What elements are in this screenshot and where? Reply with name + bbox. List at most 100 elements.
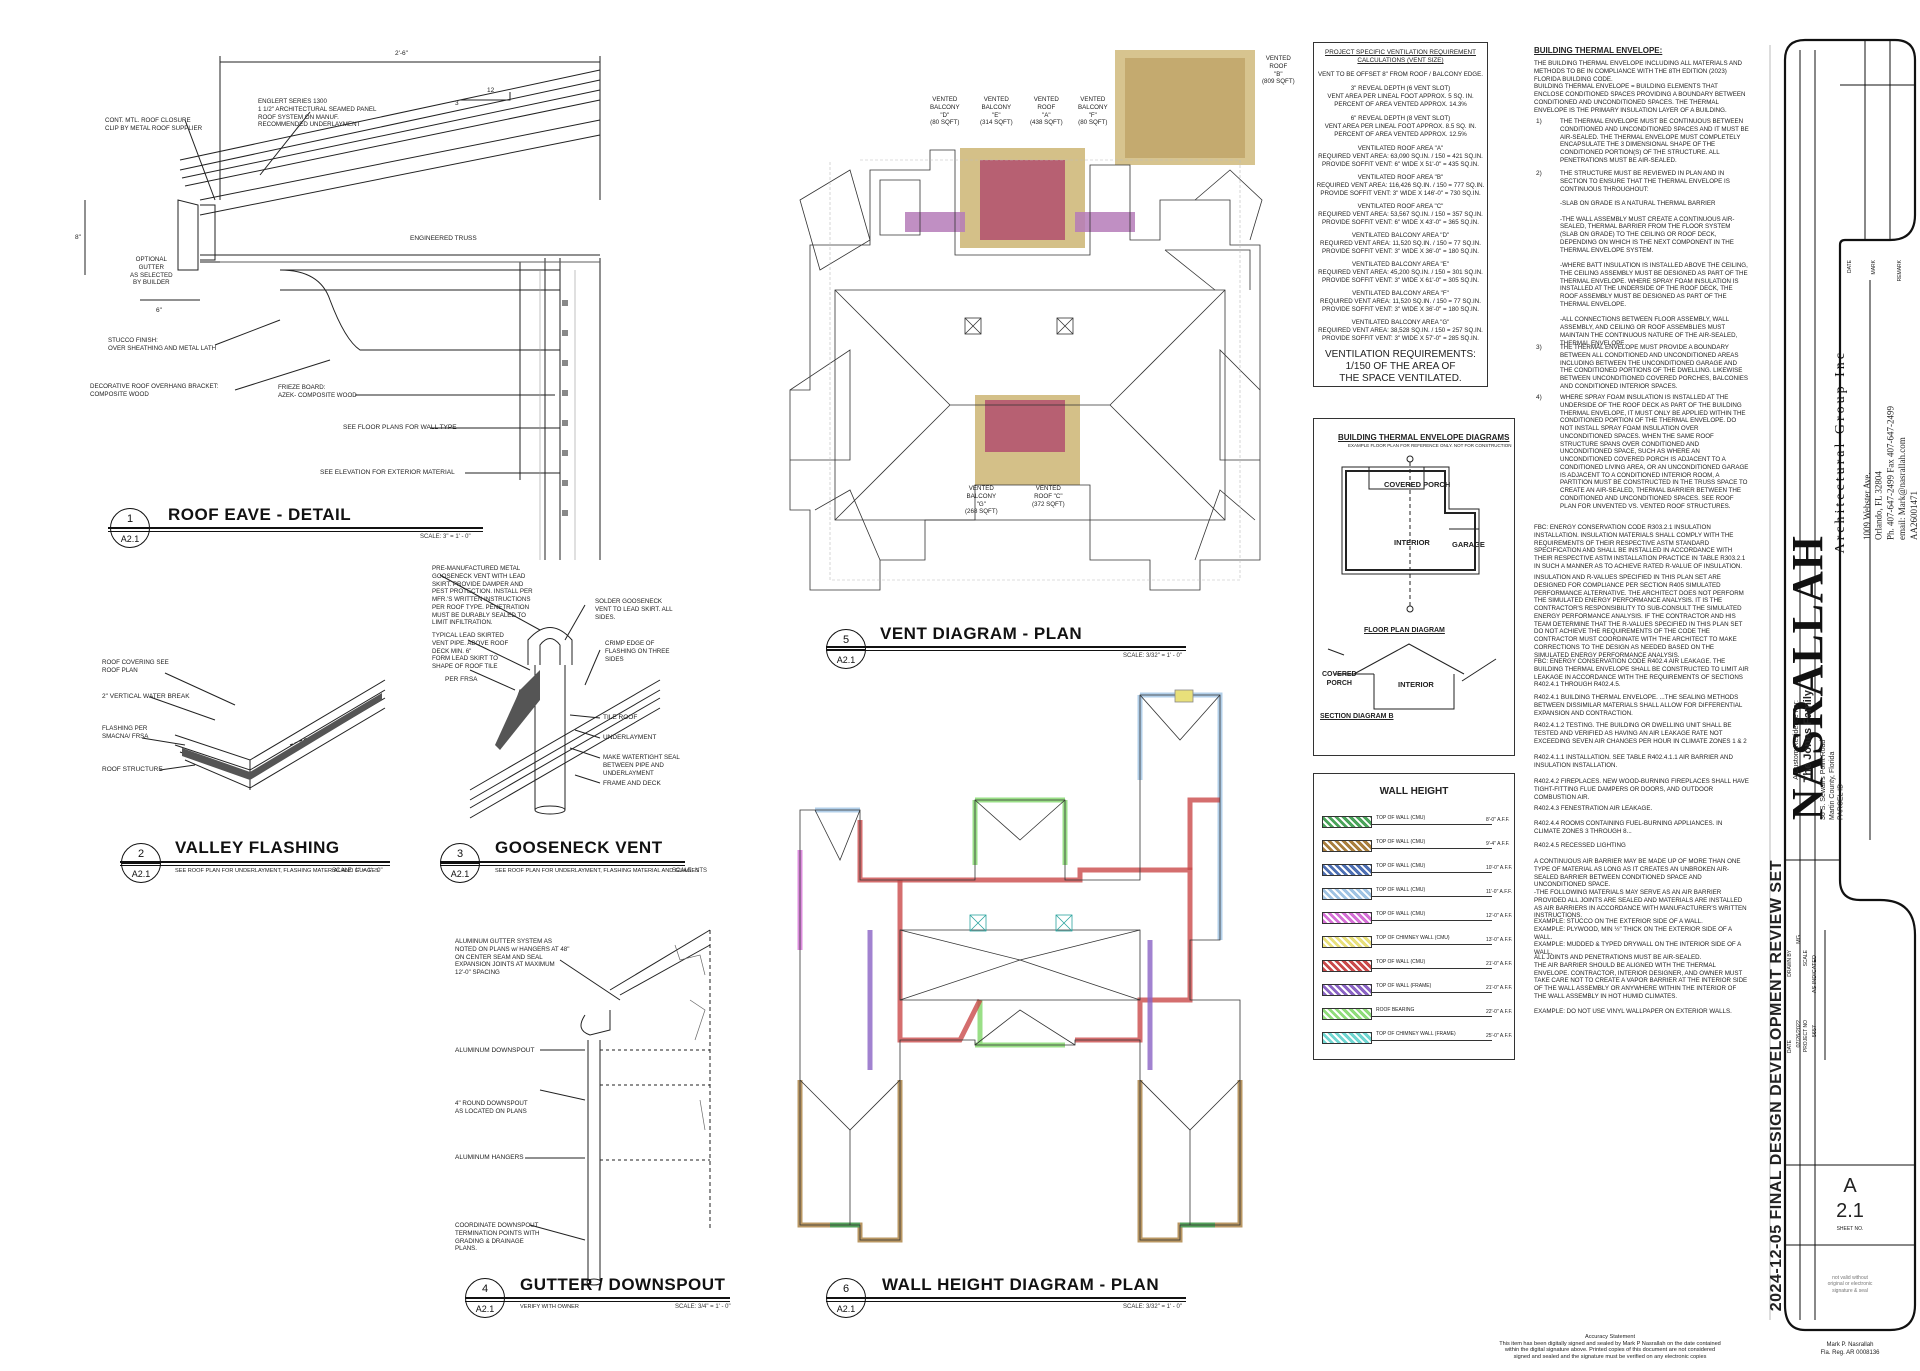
vent-area-g: VENTED BALCONY "G" (268 SQFT) [965, 485, 998, 516]
detail-1-scale: SCALE: 3" = 1' - 0" [420, 534, 471, 540]
vent-area-e: VENTED BALCONY "E" (314 SQFT) [980, 96, 1013, 127]
eave-slope-rise: 3 [455, 100, 459, 107]
wall-height-value: 11'-0" A.F.F. [1486, 889, 1512, 895]
detail-2-title: VALLEY FLASHING [175, 838, 340, 857]
wall-height-swatch [1322, 1032, 1372, 1044]
wall-height-value: 10'-0" A.F.F. [1486, 865, 1513, 871]
project-info: DATE 07/26/2022 PROJECT NO 5657 DRAWN BY… [1787, 935, 1818, 1053]
notes-n4: WHERE SPRAY FOAM INSULATION IS INSTALLED… [1560, 394, 1749, 510]
gooseneck-frsa-label: PER FRSA [445, 676, 478, 683]
envelope-diagrams-sub: EXAMPLE FLOOR PLAN FOR REFERENCE ONLY. N… [1348, 443, 1512, 448]
wall-height-value: 8'-0" A.F.F. [1486, 817, 1510, 823]
gutter-downspout-label: ALUMINUM DOWNSPOUT [455, 1047, 535, 1054]
sheet-letter: A [1843, 1175, 1857, 1197]
wall-height-swatch [1322, 912, 1372, 924]
wall-height-swatch [1322, 888, 1372, 900]
wall-height-label: ROOF BEARING [1376, 1007, 1415, 1013]
wall-height-label: TOP OF WALL (CMU) [1376, 911, 1426, 917]
wall-height-swatch [1322, 936, 1372, 948]
envelope-diagrams-title: BUILDING THERMAL ENVELOPE DIAGRAMS [1338, 433, 1510, 442]
vent-line-8: VENTILATED BALCONY AREA "F" REQUIRED VEN… [1320, 290, 1481, 313]
wall-height-value: 22'-0" A.F.F. [1486, 1009, 1513, 1015]
vent-area-d: VENTED BALCONY "D" (80 SQFT) [930, 96, 960, 127]
detail-4-title: GUTTER / DOWNSPOUT [520, 1275, 726, 1294]
set-title: 2024-12-05 FINAL DESIGN DEVELOPMENT REVI… [1768, 860, 1785, 1312]
wall-height-title: WALL HEIGHT [1379, 786, 1449, 797]
gooseneck-prem-label: PRE-MANUFACTURED METAL GOOSENECK VENT WI… [432, 565, 533, 627]
site-address: 36 S. Sewall's Point Road Martin County,… [1820, 739, 1845, 820]
vent-line-5: VENTILATED ROOF AREA "C" REQUIRED VENT A… [1318, 203, 1483, 226]
eave-closure-label: CONT. MTL. ROOF CLOSURE CLIP BY METAL RO… [105, 117, 203, 132]
wall-height-label: TOP OF WALL (FRAME) [1376, 983, 1432, 989]
wall-height-value: 12'-0" A.F.F. [1486, 913, 1513, 919]
wall-height-label: TOP OF WALL (CMU) [1376, 839, 1426, 845]
gooseneck-seal-label: MAKE WATERTIGHT SEAL BETWEEN PIPE AND UN… [603, 754, 680, 777]
firm-subtitle: Architectural Group Inc [1833, 350, 1848, 554]
notes-p9: R402.4.4 ROOMS CONTAINING FUEL-BURNING A… [1534, 820, 1723, 835]
gooseneck-crimp-label: CRIMP EDGE OF FLASHING ON THREE SIDES [605, 640, 670, 663]
notes-p3: FBC: ENERGY CONSERVATION CODE R402.4 AIR… [1534, 658, 1749, 689]
wall-height-value: 9'-4" A.F.F. [1486, 841, 1510, 847]
wall-height-label: TOP OF WALL (CMU) [1376, 959, 1426, 965]
env-interior: INTERIOR [1394, 538, 1430, 547]
ventilation-requirement: VENTILATION REQUIREMENTS: 1/150 OF THE A… [1325, 349, 1476, 384]
notes-p14: EXAMPLE: DO NOT USE VINYL WALLPAPER ON E… [1534, 1008, 1732, 1015]
eave-wall-label: SEE FLOOR PLANS FOR WALL TYPE [343, 424, 457, 431]
vent-line-2: 6" REVEAL DEPTH (8 VENT SLOT) VENT AREA … [1324, 115, 1477, 138]
eave-frieze-label: FRIEZE BOARD: AZEK- COMPOSITE WOOD [278, 384, 357, 399]
notes-p2: INSULATION AND R-VALUES SPECIFIED IN THI… [1534, 574, 1744, 659]
eave-panel-label: ENGLERT SERIES 1300 1 1/2" ARCHITECTURAL… [258, 98, 377, 129]
detail-6-title: WALL HEIGHT DIAGRAM - PLAN [882, 1275, 1160, 1294]
residence-label: A Custom Residence For: [1793, 700, 1800, 780]
gutter-coordinate-label: COORDINATE DOWNSPOUT TERMINATION POINTS … [455, 1222, 540, 1253]
gooseneck-tile-label: TILE ROOF [603, 714, 638, 721]
notes-title: BUILDING THERMAL ENVELOPE: [1534, 46, 1663, 55]
vent-line-6: VENTILATED BALCONY AREA "D" REQUIRED VEN… [1320, 232, 1481, 255]
detail-4-scale: SCALE: 3/4" = 1' - 0" [675, 1304, 731, 1310]
notes-p12: EXAMPLE: STUCCO ON THE EXTERIOR SIDE OF … [1534, 918, 1741, 956]
notes-p11: A CONTINUOUS AIR BARRIER MAY BE MADE UP … [1534, 858, 1747, 920]
notes-n3: THE THERMAL ENVELOPE MUST PROVIDE A BOUN… [1560, 344, 1749, 390]
vent-line-9: VENTILATED BALCONY AREA "G" REQUIRED VEN… [1318, 319, 1483, 342]
vent-line-3: VENTILATED ROOF AREA "A" REQUIRED VENT A… [1318, 145, 1483, 168]
vent-line-7: VENTILATED BALCONY AREA "E" REQUIRED VEN… [1318, 261, 1483, 284]
wall-height-value: 21'-0" A.F.F. [1486, 985, 1513, 991]
notes-p6: R402.4.1.1 INSTALLATION. SEE TABLE R402.… [1534, 754, 1733, 769]
sheet-number: 2.1 [1836, 1200, 1864, 1222]
vent-area-f: VENTED BALCONY "F" (80 SQFT) [1078, 96, 1108, 127]
eave-elev-label: SEE ELEVATION FOR EXTERIOR MATERIAL [320, 469, 455, 476]
detail-5-scale: SCALE: 3/32" = 1' - 0" [1123, 653, 1182, 659]
detail-2-note: SEE ROOF PLAN FOR UNDERLAYMENT, FLASHING… [175, 868, 379, 874]
notes-p10: R402.4.5 RECESSED LIGHTING [1534, 842, 1626, 849]
eave-gutter-label: OPTIONAL GUTTER AS SELECTED BY BUILDER [130, 256, 173, 287]
eave-dim-8: 8" [75, 234, 81, 241]
wall-height-label: TOP OF CHIMNEY WALL (CMU) [1376, 935, 1450, 941]
notes-p5: R402.4.1.2 TESTING. THE BUILDING OR DWEL… [1534, 722, 1747, 745]
ventilation-title: PROJECT SPECIFIC VENTILATION REQUIREMENT… [1325, 49, 1476, 64]
valley-covering-label: ROOF COVERING SEE ROOF PLAN [102, 659, 169, 674]
vent-line-1: 3" REVEAL DEPTH (6 VENT SLOT) VENT AREA … [1327, 85, 1474, 108]
wall-height-label: TOP OF WALL (CMU) [1376, 863, 1426, 869]
wall-height-label: TOP OF WALL (CMU) [1376, 815, 1426, 821]
gooseneck-underlay-label: UNDERLAYMENT [603, 734, 657, 741]
wall-height-label: TOP OF WALL (CMU) [1376, 887, 1426, 893]
eave-truss-label: ENGINEERED TRUSS [410, 235, 477, 242]
wall-height-swatch [1322, 960, 1372, 972]
gutter-system-label: ALUMINUM GUTTER SYSTEM AS NOTED ON PLANS… [455, 938, 570, 976]
notes-p4: R402.4.1 BUILDING THERMAL ENVELOPE. ...T… [1534, 694, 1743, 717]
detail-6-scale: SCALE: 3/32" = 1' - 0" [1123, 1304, 1182, 1310]
wall-height-swatch [1322, 864, 1372, 876]
wall-height-value: 13'-0" A.F.F. [1486, 937, 1513, 943]
copyright-note [1750, 150, 1768, 910]
detail-4-note: VERIFY WITH OWNER [520, 1304, 579, 1310]
notes-n2a: -SLAB ON GRADE IS A NATURAL THERMAL BARR… [1560, 200, 1748, 347]
notes-p1: FBC: ENERGY CONSERVATION CODE R303.2.1 I… [1534, 524, 1746, 570]
wall-height-legend: WALL HEIGHT TOP OF WALL (CMU) 8'-0" A.F.F… [1313, 773, 1515, 1060]
detail-5-title: VENT DIAGRAM - PLAN [880, 624, 1083, 643]
accuracy-statement: Accuracy Statement This item has been di… [1499, 1334, 1721, 1361]
sheet-label: SHEET NO. [1836, 1226, 1864, 1232]
